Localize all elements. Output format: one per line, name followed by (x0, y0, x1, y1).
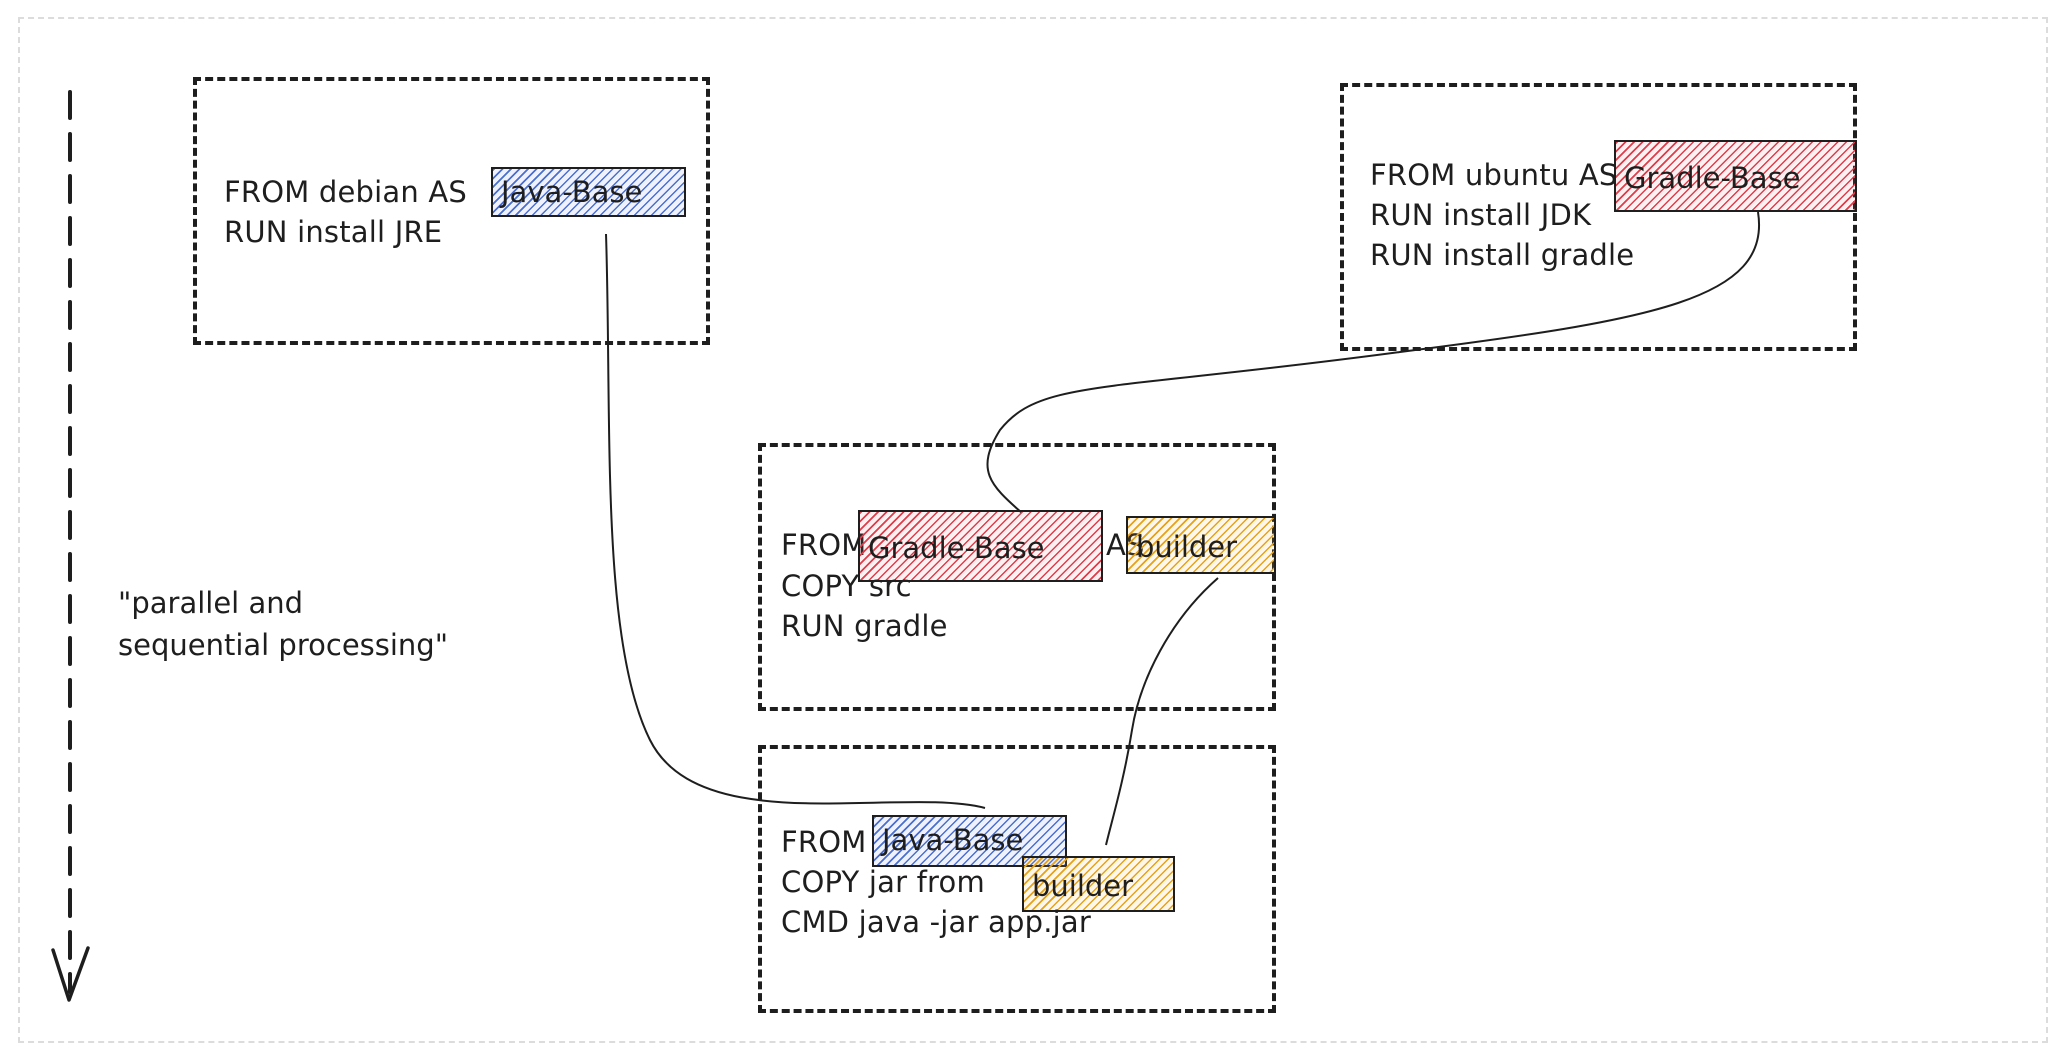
stage-gradle-base-line2: RUN install JDK (1370, 198, 1592, 232)
stage-gradle-base-line1: FROM ubuntu AS (1370, 158, 1618, 192)
connector-builder (1105, 577, 1219, 846)
tag-final-builder: builder (1022, 856, 1175, 912)
tag-builder-from-gradle-base: Gradle-Base (858, 510, 1103, 582)
tag-java-base: Java-Base (491, 167, 686, 217)
stage-final-from: FROM (781, 825, 867, 859)
arrow-down-icon (51, 90, 90, 1002)
stage-builder-from: FROM (781, 528, 867, 562)
tag-gradle-base: Gradle-Base (1614, 140, 1857, 212)
stage-gradle-base (1340, 83, 1857, 351)
stage-final (758, 745, 1276, 1013)
diagram-frame (18, 17, 2048, 1043)
stage-java-base (193, 77, 710, 345)
stage-builder-line3: RUN gradle (781, 609, 948, 643)
stage-final-line3: CMD java -jar app.jar (781, 905, 1091, 939)
stage-builder (758, 443, 1276, 711)
stage-java-base-line1: FROM debian AS (224, 175, 468, 209)
connector-java-base (605, 233, 986, 809)
stage-gradle-base-line3: RUN install gradle (1370, 238, 1635, 272)
stage-java-base-line2: RUN install JRE (224, 215, 443, 249)
tag-builder: builder (1126, 516, 1276, 574)
timeline-note: "parallel and sequential processing" (118, 586, 449, 662)
stage-builder-line2: COPY src (781, 569, 912, 603)
connector-gradle-base (986, 211, 1761, 514)
stage-final-line2: COPY jar from (781, 865, 985, 899)
